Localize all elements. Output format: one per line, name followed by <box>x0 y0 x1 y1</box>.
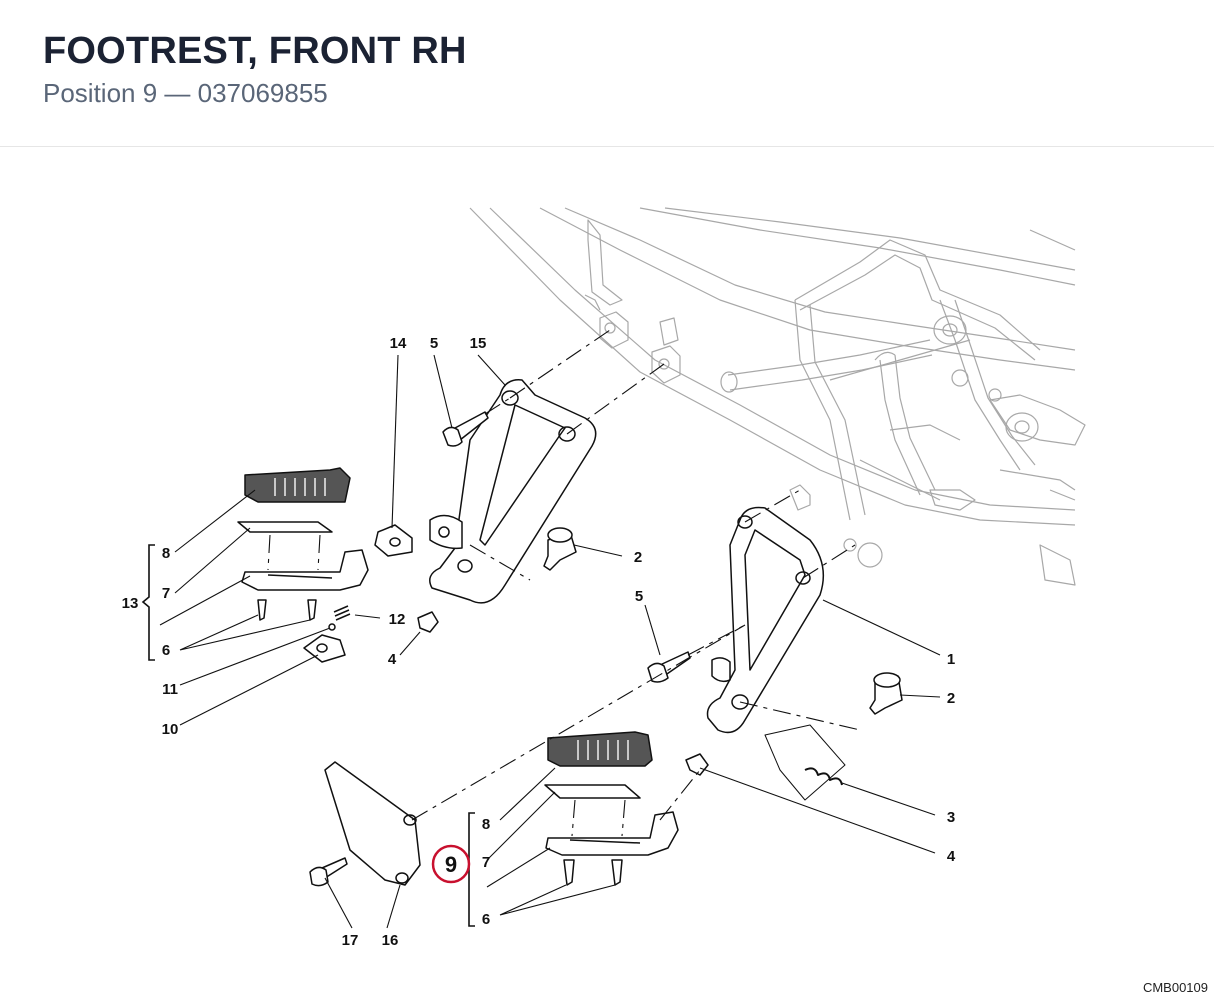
highlight-ring <box>431 844 471 884</box>
upper-pivot-pin <box>543 527 577 571</box>
callout-1[interactable]: 1 <box>947 651 955 668</box>
callout-labels: 14 5 15 8 7 13 6 12 4 11 10 2 5 1 2 3 4 … <box>122 335 956 949</box>
lower-rubber-plate <box>544 784 641 799</box>
upper-clip <box>417 611 439 633</box>
lower-rubber-pad <box>547 731 653 767</box>
lower-footrest-bracket <box>706 506 825 734</box>
page-title: FOOTREST, FRONT RH <box>43 30 467 72</box>
upper-rubber-pad <box>244 467 351 503</box>
upper-footrest-bracket <box>429 379 597 604</box>
callout-11[interactable]: 11 <box>162 681 178 698</box>
callout-13[interactable]: 13 <box>122 595 139 612</box>
callout-7-upper[interactable]: 7 <box>162 585 170 602</box>
callout-8-upper[interactable]: 8 <box>162 545 170 562</box>
page-subtitle: Position 9 — 037069855 <box>43 78 328 108</box>
callout-10[interactable]: 10 <box>162 721 179 738</box>
lower-screw-left <box>563 859 575 886</box>
upper-bolt <box>442 411 489 447</box>
page-header: FOOTREST, FRONT RH Position 9 — 03706985… <box>0 0 1214 147</box>
callout-6-lower[interactable]: 6 <box>482 911 490 928</box>
callout-14[interactable]: 14 <box>390 335 407 352</box>
callout-16[interactable]: 16 <box>382 932 399 949</box>
callout-4-upper[interactable]: 4 <box>388 651 397 668</box>
lower-screw-right <box>611 859 623 886</box>
callout-12[interactable]: 12 <box>389 611 406 628</box>
callout-8-lower[interactable]: 8 <box>482 816 490 833</box>
lower-pivot-pin <box>869 672 903 715</box>
frame-drawing <box>469 207 1086 586</box>
upper-screw-left <box>257 599 267 621</box>
diagram-code: CMB00109 <box>1142 980 1208 995</box>
parts-drawing <box>237 379 903 887</box>
lower-peg-body <box>545 811 679 856</box>
lower-clip <box>685 753 709 776</box>
highlighted-callout-9[interactable]: 9 <box>431 844 471 884</box>
callout-3[interactable]: 3 <box>947 809 955 826</box>
callout-2-upper[interactable]: 2 <box>634 549 642 566</box>
heel-guard-bolt <box>309 857 348 887</box>
upper-screw-right <box>307 599 317 621</box>
callout-2-lower[interactable]: 2 <box>947 690 955 707</box>
upper-spring <box>333 605 351 621</box>
callout-7-lower[interactable]: 7 <box>482 854 490 871</box>
callout-6-upper[interactable]: 6 <box>162 642 170 659</box>
upper-rubber-plate <box>237 521 333 533</box>
callout-9[interactable]: 9 <box>445 852 457 877</box>
upper-peg-body <box>241 549 369 591</box>
brace-13 <box>141 544 155 661</box>
lower-spring <box>764 724 846 801</box>
callout-17[interactable]: 17 <box>342 932 359 949</box>
heel-guard-plate <box>324 761 421 886</box>
brace-9 <box>468 812 475 927</box>
upper-washer <box>303 634 346 663</box>
callout-4-lower[interactable]: 4 <box>947 848 956 865</box>
callout-15[interactable]: 15 <box>470 335 487 352</box>
leader-lines <box>159 354 941 929</box>
callout-5-lower[interactable]: 5 <box>635 588 643 605</box>
assembly-lines <box>267 329 861 837</box>
upper-plate <box>374 524 413 557</box>
callout-5-upper[interactable]: 5 <box>430 335 438 352</box>
